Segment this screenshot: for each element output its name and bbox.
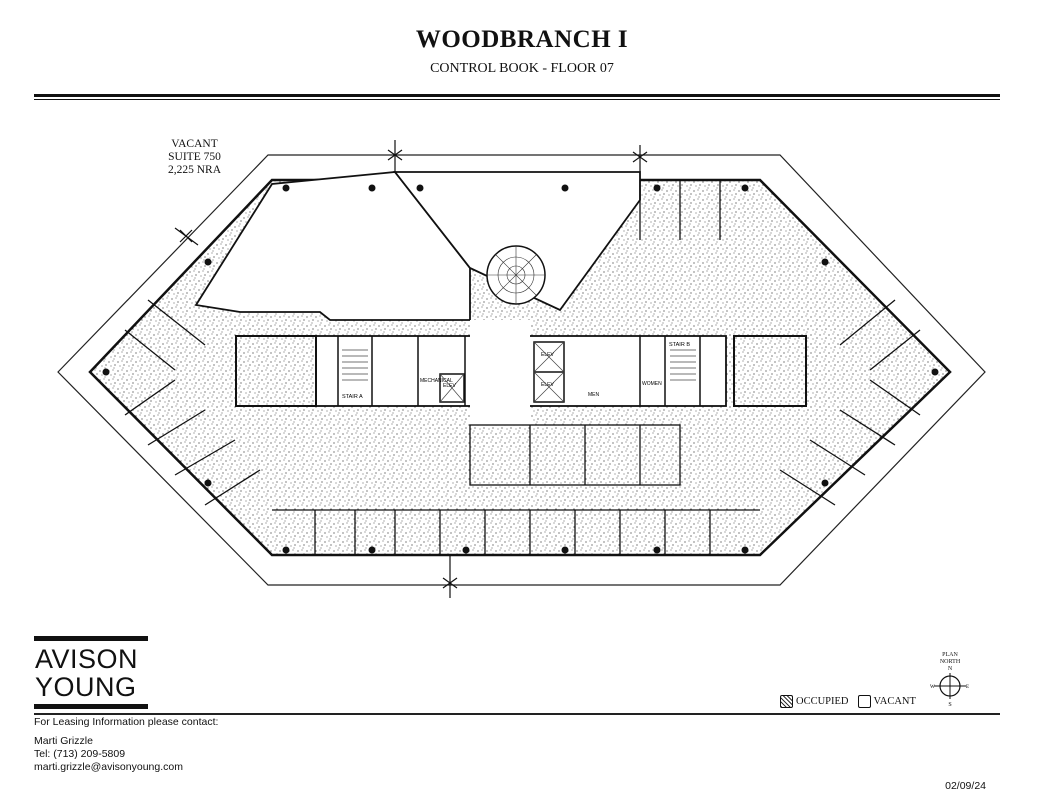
mechanical-label: MECHANICAL [420, 378, 453, 384]
legend: OCCUPIED VACANT [780, 695, 916, 708]
logo-line1: AVISON [35, 644, 139, 674]
contact-tel: Tel: (713) 209-5809 [34, 748, 126, 760]
elev-label-2: ELEV [541, 352, 554, 358]
contact-email[interactable]: marti.grizzle@avisonyoung.com [34, 761, 183, 773]
demising-markers [174, 140, 648, 598]
stair-b-label: STAIR B [669, 342, 690, 348]
legend-occupied: OCCUPIED [796, 696, 849, 707]
suite-number: SUITE 750 [168, 151, 221, 163]
compass-s: S [948, 702, 952, 708]
men-label: MEN [588, 392, 600, 398]
suite-area: 2,225 NRA [168, 164, 222, 176]
contact-name: Marti Grizzle [34, 735, 93, 747]
women-label: WOMEN [642, 381, 662, 387]
elev-label: ELEV [443, 383, 456, 389]
north-arrow: PLAN NORTH N W E S [930, 652, 970, 709]
columns [102, 184, 939, 554]
legend-vacant: VACANT [873, 696, 916, 707]
suite-status: VACANT [171, 138, 218, 150]
site-outline [57, 154, 986, 586]
building-title: WOODBRANCH I [415, 26, 629, 53]
stair-a-label: STAIR A [342, 394, 363, 400]
contact-info: For Leasing Information please contact: … [34, 716, 218, 774]
office-partitions [124, 180, 921, 555]
compass-icon: W E [930, 673, 969, 699]
compass-e: E [966, 685, 969, 690]
contact-heading: For Leasing Information please contact: [34, 716, 219, 728]
occupied-swatch [780, 695, 793, 708]
vacant-swatch [857, 695, 871, 708]
compass-w: W [930, 685, 935, 690]
header-rule-thin [34, 99, 1000, 100]
document-date: 02/09/24 [945, 780, 986, 792]
compass-north: NORTH [939, 659, 961, 665]
compass-n: N [947, 666, 953, 672]
logo-line2: YOUNG [35, 672, 137, 702]
corridor-core [470, 320, 530, 425]
suite-callout: VACANT SUITE 750 2,225 NRA [168, 138, 221, 177]
footer-rule [34, 713, 1000, 715]
header-rule [34, 94, 1000, 97]
page-subtitle: CONTROL BOOK - FLOOR 07 [430, 61, 614, 76]
elev-label-3: ELEV [541, 382, 554, 388]
lobby-wedge [393, 171, 641, 312]
compass-plan: PLAN [942, 652, 958, 658]
